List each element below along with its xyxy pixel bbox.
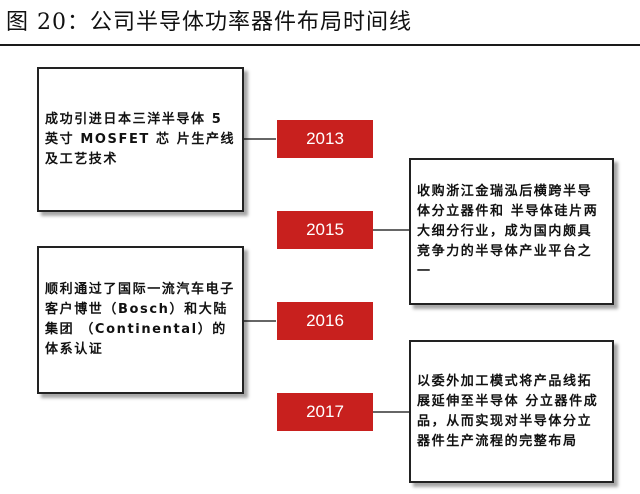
year-2017-label: 2017: [277, 393, 373, 431]
year-2015-label: 2015: [277, 211, 373, 249]
figure-title: 图 20：公司半导体功率器件布局时间线: [6, 10, 412, 35]
milestone-2016-description: 顺利通过了国际一流汽车电子客户博世（Bosch）和大陆集团 （Continent…: [37, 246, 244, 394]
milestone-2015-description: 收购浙江金瑞泓后横跨半导体分立器件和 半导体硅片两大细分行业，成为国内颇具竞争力…: [409, 158, 614, 305]
title-divider: [0, 44, 640, 46]
year-2013-label: 2013: [277, 120, 373, 158]
milestone-2013-description: 成功引进日本三洋半导体 5 英寸 MOSFET 芯 片生产线及工艺技术: [37, 67, 244, 212]
year-2016-label: 2016: [277, 302, 373, 340]
milestone-2017-description: 以委外加工模式将产品线拓展延伸至半导体 分立器件成品，从而实现对半导体分立器件生…: [409, 340, 614, 483]
